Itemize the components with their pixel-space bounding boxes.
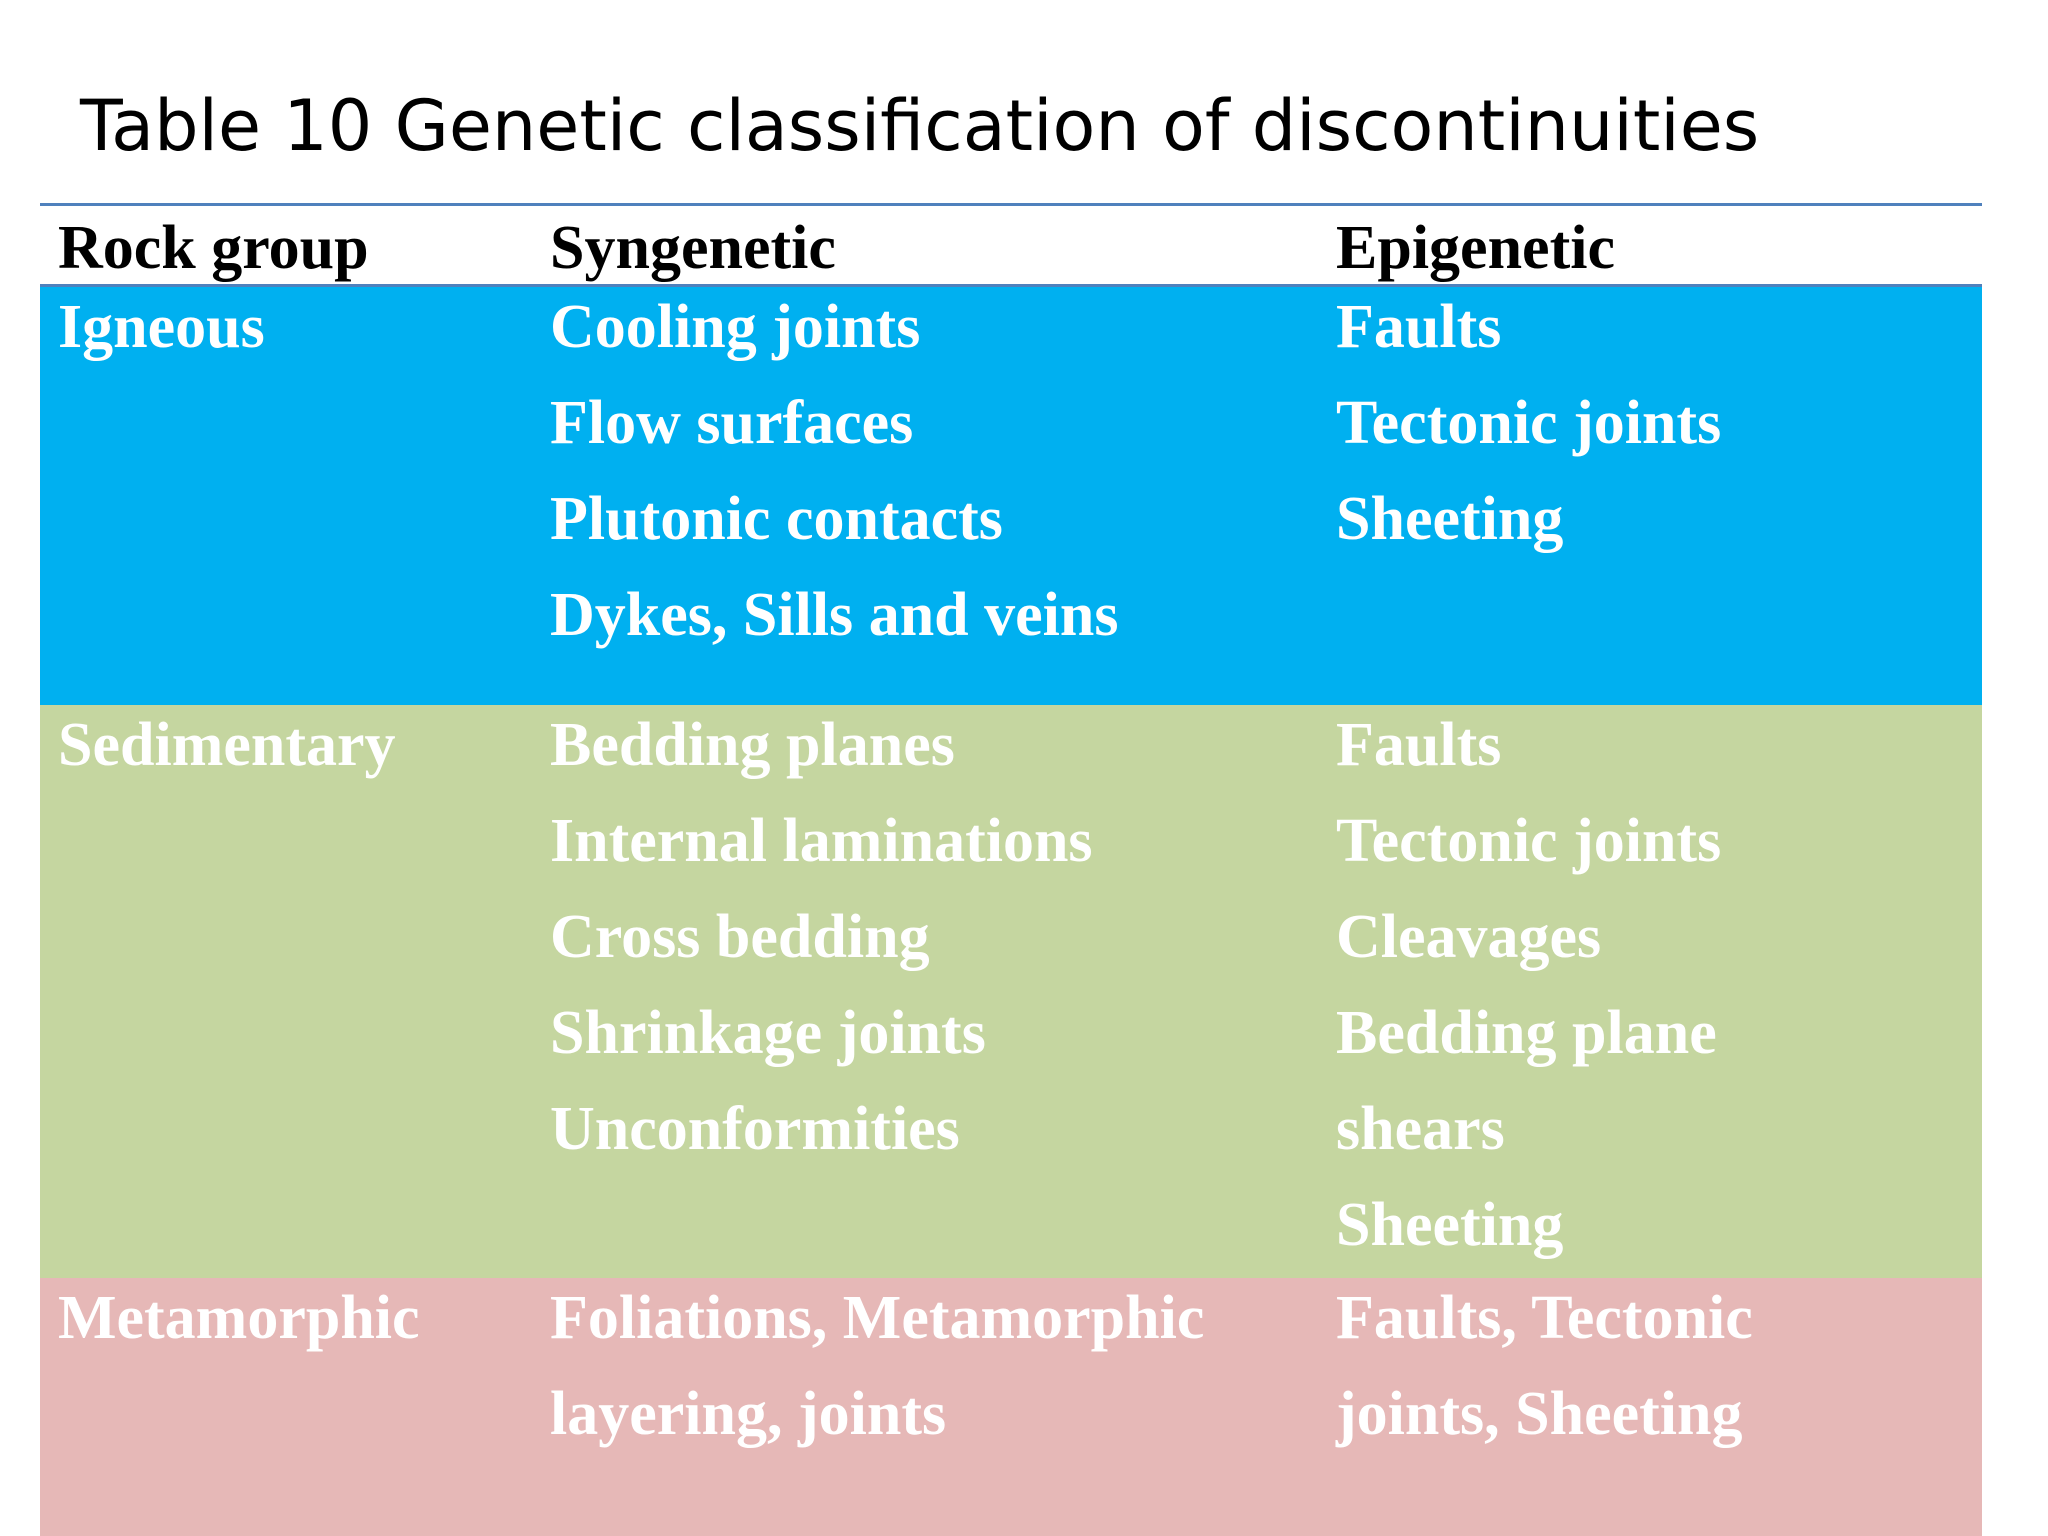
rock-group-igneous: Igneous xyxy=(58,293,265,361)
list-item: Faults xyxy=(1336,711,1502,779)
rock-group-metamorphic: Metamorphic xyxy=(58,1284,420,1352)
syngenetic-list-sedimentary: Bedding planes Internal laminations Cros… xyxy=(550,697,1093,1177)
table-row-igneous: Igneous Cooling joints Flow surfaces Plu… xyxy=(40,287,1982,705)
list-item: Sheeting xyxy=(1336,485,1564,553)
header-epigenetic: Epigenetic xyxy=(1336,214,1615,282)
list-item: Dykes, Sills and veins xyxy=(550,581,1119,649)
list-item: Sheeting xyxy=(1336,1191,1564,1259)
page-title: Table 10 Genetic classification of disco… xyxy=(80,85,1760,167)
list-item: Cross bedding xyxy=(550,903,930,971)
epigenetic-list-sedimentary: Faults Tectonic joints Cleavages Bedding… xyxy=(1336,697,1721,1273)
list-item: joints, Sheeting xyxy=(1336,1380,1743,1448)
epigenetic-list-igneous: Faults Tectonic joints Sheeting xyxy=(1336,279,1721,567)
list-item: Foliations, Metamorphic xyxy=(550,1284,1205,1352)
list-item: Faults xyxy=(1336,293,1502,361)
list-item: Internal laminations xyxy=(550,807,1093,875)
list-item: Unconformities xyxy=(550,1095,960,1163)
list-item: Bedding planes xyxy=(550,711,955,779)
header-rock-group: Rock group xyxy=(58,214,369,282)
list-item: shears xyxy=(1336,1095,1505,1163)
list-item: Plutonic contacts xyxy=(550,485,1003,553)
table-header-row: Rock group Syngenetic Epigenetic xyxy=(40,206,1982,284)
epigenetic-list-metamorphic: Faults, Tectonic joints, Sheeting xyxy=(1336,1270,1753,1462)
list-item: Tectonic joints xyxy=(1336,807,1722,875)
list-item: Faults, Tectonic xyxy=(1336,1284,1753,1352)
list-item: Cleavages xyxy=(1336,903,1602,971)
top-rule xyxy=(40,203,1982,206)
list-item: layering, joints xyxy=(550,1380,947,1448)
list-item: Cooling joints xyxy=(550,293,921,361)
syngenetic-list-metamorphic: Foliations, Metamorphic layering, joints xyxy=(550,1270,1204,1462)
syngenetic-list-igneous: Cooling joints Flow surfaces Plutonic co… xyxy=(550,279,1119,663)
list-item: Tectonic joints xyxy=(1336,389,1722,457)
table-row-sedimentary: Sedimentary Bedding planes Internal lami… xyxy=(40,705,1982,1278)
list-item: Shrinkage joints xyxy=(550,999,986,1067)
table-row-metamorphic: Metamorphic Foliations, Metamorphic laye… xyxy=(40,1278,1982,1536)
header-syngenetic: Syngenetic xyxy=(550,214,836,282)
list-item: Bedding plane xyxy=(1336,999,1717,1067)
list-item: Flow surfaces xyxy=(550,389,914,457)
header-rule xyxy=(40,284,1982,287)
rock-group-sedimentary: Sedimentary xyxy=(58,711,396,779)
